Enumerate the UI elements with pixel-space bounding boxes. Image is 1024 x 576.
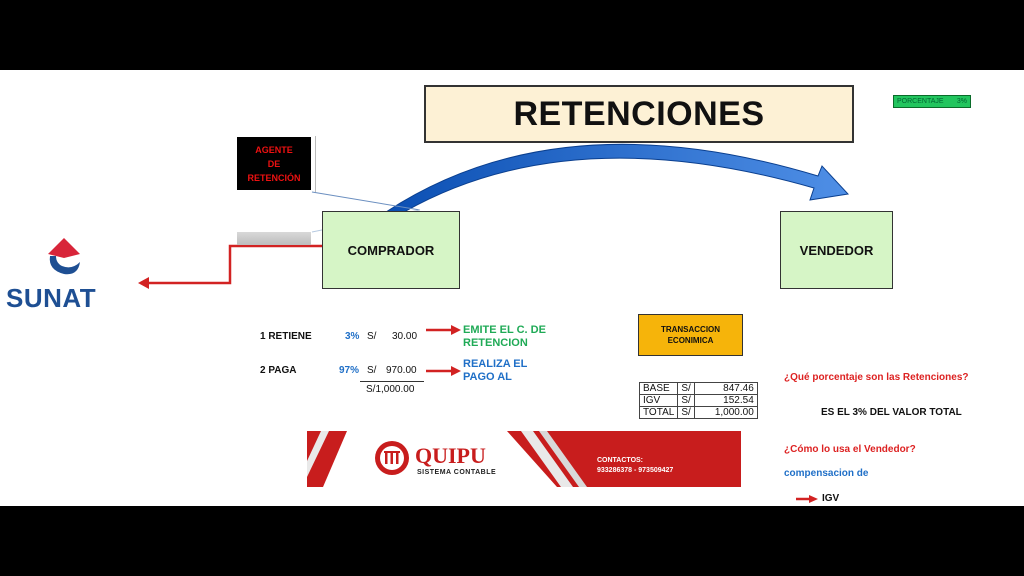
table-row: TOTAL S/ 1,000.00 (638, 406, 758, 419)
sunat-logo-icon (48, 238, 80, 275)
agente-pointer-line (311, 191, 421, 211)
table-cell-currency: S/ (677, 406, 695, 419)
row-2-action-line-2: PAGO AL (463, 371, 512, 383)
percentage-value: 3% (956, 98, 967, 105)
totals-table: BASE S/ 847.46 IGV S/ 152.54 TOTAL S/ 1,… (638, 382, 758, 419)
agente-retencion-label: AGENTE DE RETENCIÓN (237, 137, 311, 190)
row-2-currency: S/ (367, 365, 377, 376)
row-1-action-line-2: RETENCION (463, 337, 528, 349)
table-row: IGV S/ 152.54 (638, 394, 758, 407)
paga-arrow (426, 366, 461, 376)
vendedor-box: VENDEDOR (780, 211, 893, 289)
table-cell-amount: 847.46 (693, 382, 758, 395)
table-cell-currency: S/ (677, 394, 695, 407)
question-2: ¿Cómo lo usa el Vendedor? (784, 444, 916, 455)
quipu-banner: QUIPU SISTEMA CONTABLE CONTACTOS: 933286… (307, 431, 741, 487)
igv-arrow (796, 495, 818, 503)
table-row: BASE S/ 847.46 (638, 382, 758, 395)
row-1-label: 1 RETIENE (260, 331, 312, 342)
sum-line (360, 381, 424, 382)
row-1-amount: 30.00 (392, 331, 418, 342)
table-cell-amount: 1,000.00 (693, 406, 758, 419)
answer-1-highlight: 3% (852, 407, 867, 418)
row-2-action: REALIZA EL PAGO AL (463, 358, 527, 384)
contact-phones: 933286378 - 973509427 (597, 467, 674, 474)
table-cell-label: TOTAL (638, 406, 679, 419)
transaccion-line-2: ECONIMICA (667, 336, 714, 345)
row-2-action-line-1: REALIZA EL (463, 358, 528, 370)
table-cell-amount: 152.54 (693, 394, 758, 407)
row-2-amount: 970.00 (386, 365, 417, 376)
agente-line-3: RETENCIÓN (247, 172, 301, 183)
agente-line-2: DE (267, 158, 281, 169)
contact-label: CONTACTOS: (597, 457, 644, 464)
row-2-label: 2 PAGA (260, 365, 297, 376)
answer-1: ES EL 3% DEL VALOR TOTAL (821, 407, 962, 418)
table-cell-label: IGV (638, 394, 679, 407)
compensacion-text: compensacion de (784, 468, 869, 479)
diagram-arrows (138, 143, 850, 503)
retiene-arrow (426, 325, 461, 335)
gray-bar (237, 232, 311, 245)
page-title: RETENCIONES (424, 85, 854, 143)
sunat-arrowhead (138, 277, 149, 289)
comprador-box: COMPRADOR (322, 211, 460, 289)
banner-background (307, 431, 741, 487)
quipu-brand: QUIPU (415, 443, 486, 468)
transaccion-line-1: TRANSACCION (660, 325, 721, 334)
row-1-action: EMITE EL C. DE RETENCION (463, 324, 546, 350)
sunat-arrow-line (148, 244, 322, 285)
percentage-label: PORCENTAJE (897, 98, 944, 105)
total-amount: S/1,000.00 (366, 384, 415, 395)
quipu-subtitle: SISTEMA CONTABLE (417, 469, 497, 476)
answer-1-prefix: ES EL (821, 407, 853, 418)
row-1-currency: S/ (367, 331, 377, 342)
question-1: ¿Qué porcentaje son las Retenciones? (784, 372, 969, 383)
percentage-cell: PORCENTAJE 3% (893, 95, 971, 108)
agente-line-1: AGENTE (255, 144, 293, 155)
row-1-pct: 3% (345, 331, 360, 342)
divider (315, 136, 316, 192)
row-1-action-line-1: EMITE EL C. DE (463, 324, 546, 336)
quipu-logo-icon (375, 441, 409, 475)
sunat-logo-text: SUNAT (6, 283, 97, 313)
igv-item: IGV (822, 493, 840, 504)
slide-canvas: RETENCIONES PORCENTAJE 3% AGENTE DE RETE… (0, 70, 1024, 506)
table-cell-label: BASE (638, 382, 679, 395)
row-2-pct: 97% (339, 365, 360, 376)
flow-arc-arrow (384, 143, 850, 213)
answer-1-suffix: DEL VALOR TOTAL (866, 407, 962, 418)
transaccion-box: TRANSACCION ECONIMICA (638, 314, 743, 356)
table-cell-currency: S/ (677, 382, 695, 395)
